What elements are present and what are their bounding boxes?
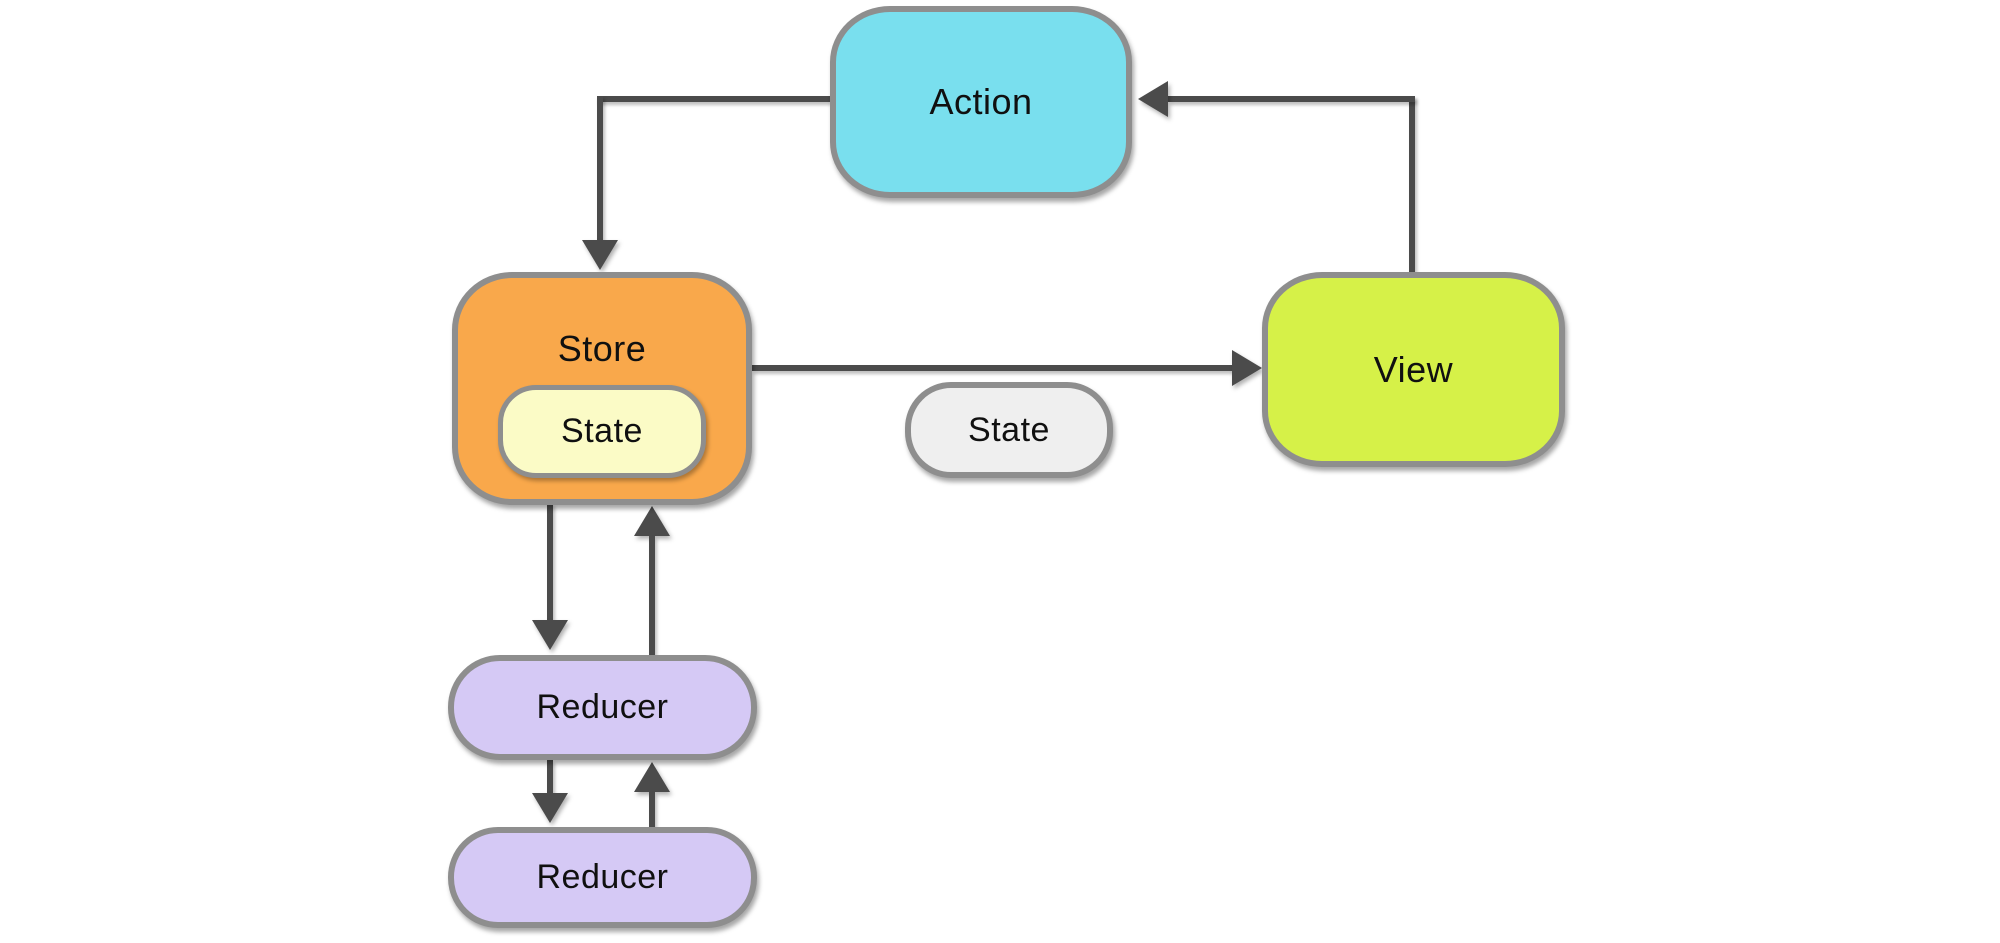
arrow-segment [649,536,655,655]
arrow-segment [1168,96,1415,102]
state-node: State [905,382,1113,478]
arrow-segment [597,96,830,102]
arrowhead-left-icon [1138,81,1168,117]
arrowhead-up-icon [634,506,670,536]
store-state-node: State [498,385,706,478]
arrow-segment [752,365,1232,371]
view-node: View [1262,272,1565,467]
reducer-1-label: Reducer [536,688,669,726]
store-label-area: Store [458,278,746,390]
state-label: State [968,410,1050,449]
arrow-segment [1409,96,1415,272]
action-label: Action [929,81,1033,122]
arrowhead-down-icon [532,620,568,650]
arrowhead-down-icon [532,793,568,823]
store-label: Store [557,328,647,369]
arrowhead-down-icon [582,240,618,270]
arrow-segment [597,96,603,240]
action-node: Action [830,6,1132,198]
arrow-segment [547,503,553,620]
arrow-segment [547,760,553,793]
arrowhead-up-icon [634,762,670,792]
view-label: View [1373,348,1454,390]
store-state-label: State [561,412,643,450]
arrowhead-right-icon [1232,350,1262,386]
reducer-2-label: Reducer [536,858,669,896]
arrow-segment [649,792,655,827]
store-node: Store State [452,272,752,505]
reducer-node-2: Reducer [448,827,757,928]
reducer-node-1: Reducer [448,655,757,760]
